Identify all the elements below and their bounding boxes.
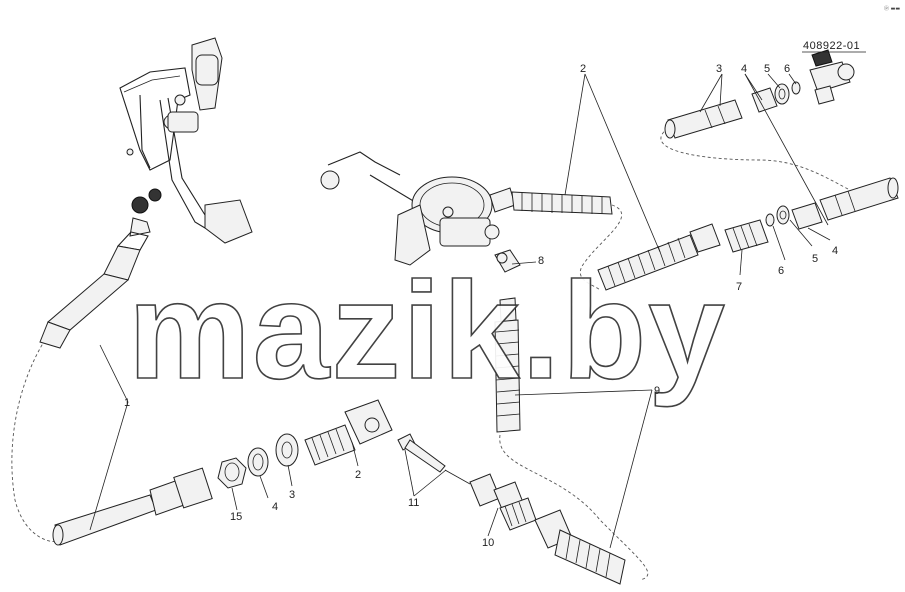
hose-1-lower (52, 467, 213, 546)
callout-7: 7 (736, 281, 742, 293)
clutch-booster-unit (320, 151, 516, 266)
clutch-pedal-assembly (119, 37, 253, 244)
connector-10 (469, 473, 537, 531)
corner-mark: ⓟ ▬▬ (884, 5, 900, 12)
ring-5-top (774, 83, 790, 105)
callout-11: 11 (408, 497, 419, 509)
hose-routing-lines (11, 127, 851, 581)
tube-3-right (819, 177, 899, 221)
fitting-2-bottom (304, 399, 393, 466)
hose-2-upper (511, 191, 613, 215)
callout-6-top: 6 (784, 63, 790, 75)
callout-4-bottom: 4 (272, 501, 278, 513)
callout-5-right: 5 (812, 253, 818, 265)
callout-3-bottom: 3 (289, 489, 295, 501)
callout-15: 15 (230, 511, 242, 523)
tee-fitting (809, 49, 855, 105)
callout-9: 9 (654, 385, 660, 397)
callout-1: 1 (124, 397, 130, 409)
hose-9-upper (494, 297, 521, 433)
nut-15 (217, 457, 247, 489)
nut-4-right (791, 202, 823, 230)
watermark-text: mazik.by (128, 254, 727, 408)
callout-labels: 1 2 2 3 3 4 4 4 5 5 6 6 7 8 9 10 11 15 (124, 63, 838, 549)
callout-3-top: 3 (716, 63, 722, 75)
watermark: mazik.by (127, 253, 727, 409)
ring-5-right (776, 205, 790, 225)
hose-2-middle (597, 223, 721, 291)
ring-6-right (765, 213, 775, 227)
callout-4-right: 4 (832, 245, 838, 257)
callout-2-bottom: 2 (355, 469, 361, 481)
adapter-7 (724, 219, 769, 253)
hose-9-lower (534, 509, 626, 585)
tube-3-top (664, 99, 743, 139)
callout-10: 10 (482, 537, 494, 549)
document-code: 408922-01 (803, 40, 860, 52)
ring-6-top (791, 81, 801, 95)
elbow-8 (494, 249, 521, 273)
washer-3-bottom (275, 433, 299, 467)
callout-4-top: 4 (741, 63, 747, 75)
document-code-block: 408922-01 (802, 40, 866, 53)
pipe-11 (397, 433, 471, 485)
callout-5-top: 5 (764, 63, 770, 75)
nut-4-top (751, 87, 778, 113)
leader-lines (89, 73, 831, 549)
hose-1-upper (39, 196, 151, 349)
washer-4-bottom (247, 447, 269, 477)
callout-8: 8 (538, 255, 544, 267)
callout-6-right: 6 (778, 265, 784, 277)
callout-2-top: 2 (580, 63, 586, 75)
